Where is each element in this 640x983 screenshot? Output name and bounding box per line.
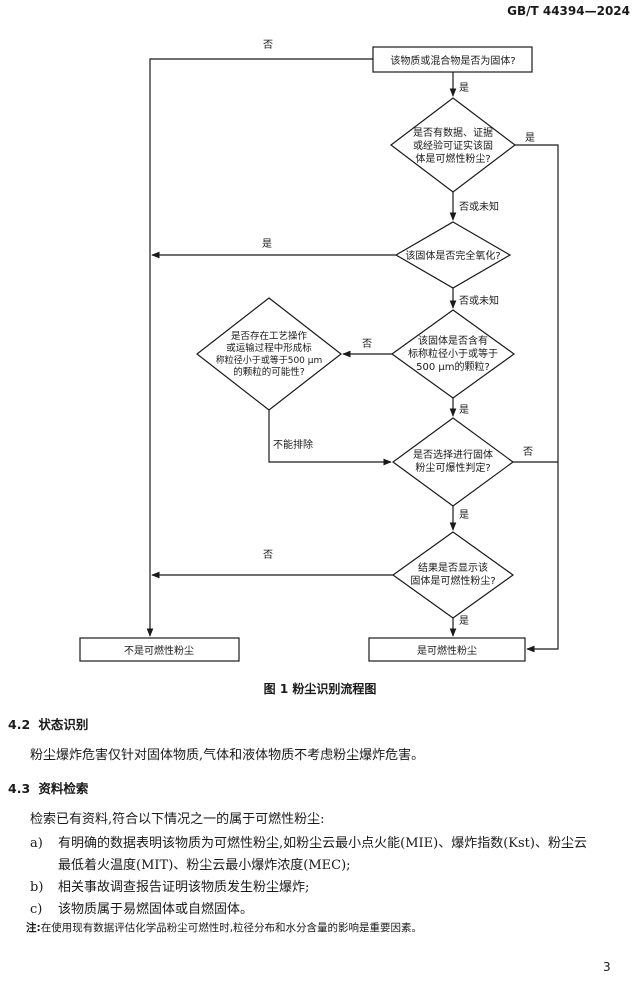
node-q2-line: 是否有数据、证据 xyxy=(413,126,493,139)
node-q5-line: 称粒径小于或等于500 μm xyxy=(216,354,323,366)
edge-label-q7-yes: 是 xyxy=(459,615,469,627)
edge-q5-cannot xyxy=(268,410,392,466)
edge-q2-yes xyxy=(515,144,559,653)
figure-caption: 图 1 粉尘识别流程图 xyxy=(263,682,377,696)
list-item-label: c) xyxy=(30,902,43,917)
edge-label-q5-cannot: 不能排除 xyxy=(273,438,313,451)
node-q5-line: 是否存在工艺操作 xyxy=(231,330,308,342)
node-q2-line: 体是可燃性粉尘? xyxy=(415,152,490,165)
edge-label-q2-yes: 是 xyxy=(525,132,535,144)
edge-label-q6-yes: 是 xyxy=(459,509,469,521)
note-label: 注: xyxy=(26,922,41,934)
node-q4-line: 该固体是否含有 xyxy=(418,334,488,347)
node-out-yes-box xyxy=(368,637,526,662)
edge-label-q1-no: 否 xyxy=(263,39,273,51)
section-title: 状态识别 xyxy=(38,717,89,732)
list-item: a) 有明确的数据表明该物质为可燃性粉尘,如粉尘云最小点火能(MIE)、爆炸指数(… xyxy=(30,832,587,851)
edge-label-q6-no: 否 xyxy=(523,446,533,458)
edge-label-q3-no: 否或未知 xyxy=(459,294,499,307)
note-text: 在使用现有数据评估化学品粉尘可燃性时,粒径分布和水分含量的影响是重要因素。 xyxy=(40,922,423,934)
node-q6-line: 是否选择进行固体 xyxy=(413,448,493,461)
list-item-text: 相关事故调查报告证明该物质发生粉尘爆炸; xyxy=(58,880,310,895)
node-q4-line: 标称粒径小于或等于 xyxy=(408,347,498,360)
node-q7-diamond xyxy=(391,531,515,619)
edge-label-q1-yes: 是 xyxy=(459,82,469,94)
node-out-yes-text: 是可燃性粉尘 xyxy=(417,644,477,657)
edge-label-q3-yes: 是 xyxy=(262,238,272,250)
edge-label-q4-no: 否 xyxy=(362,338,372,350)
edge-label-q2-no: 否或未知 xyxy=(459,200,499,213)
edge-label-q7-no: 否 xyxy=(263,549,273,561)
list-item: b) 相关事故调查报告证明该物质发生粉尘爆炸; xyxy=(30,876,309,895)
section-heading-4-3: 4.3 资料检索 xyxy=(8,778,88,797)
flowchart: 该物质或混合物是否为固体? 是否有数据、证据 或经验可证实该固 体是可燃性粉尘?… xyxy=(79,39,559,662)
standard-code: GB/T 44394—2024 xyxy=(507,4,630,18)
list-item: c) 该物质属于易燃固体或自燃固体。 xyxy=(30,898,253,917)
edge-q1-no xyxy=(146,58,373,637)
node-q1-text: 该物质或混合物是否为固体? xyxy=(390,54,515,67)
node-q5-line: 的颗粒的可能性? xyxy=(233,366,305,378)
node-out-no-text: 不是可燃性粉尘 xyxy=(124,644,194,657)
node-q6-line: 粉尘可爆性判定? xyxy=(415,461,490,474)
node-q1-box xyxy=(372,46,533,73)
note: 注:在使用现有数据评估化学品粉尘可燃性时,粒径分布和水分含量的影响是重要因素。 xyxy=(26,920,422,935)
node-q6-diamond xyxy=(391,417,515,507)
section-number: 4.3 xyxy=(8,781,31,796)
node-q2-line: 或经验可证实该固 xyxy=(413,139,493,152)
list-item-continuation: 最低着火温度(MIT)、粉尘云最小爆炸浓度(MEC); xyxy=(58,858,351,873)
list-item-label: a) xyxy=(30,836,43,851)
node-q3-text: 该固体是否完全氧化? xyxy=(405,249,500,262)
node-q4-line: 500 μm的颗粒? xyxy=(416,360,490,373)
list-item-text: 有明确的数据表明该物质为可燃性粉尘,如粉尘云最小点火能(MIE)、爆炸指数(Ks… xyxy=(58,836,587,851)
list-item-label: b) xyxy=(30,880,44,895)
node-q5-line: 或运输过程中形成标 xyxy=(226,342,312,354)
section-4-3-intro: 检索已有资料,符合以下情况之一的属于可燃性粉尘: xyxy=(30,812,325,827)
node-q7-line: 结果是否显示该 xyxy=(418,561,488,574)
section-4-2-text: 粉尘爆炸危害仅针对固体物质,气体和液体物质不考虑粉尘爆炸危害。 xyxy=(30,748,425,763)
section-title: 资料检索 xyxy=(38,781,89,796)
list-item-text: 该物质属于易燃固体或自燃固体。 xyxy=(58,902,254,917)
section-number: 4.2 xyxy=(8,717,31,732)
page-number: 3 xyxy=(603,960,611,974)
node-out-no-box xyxy=(79,637,240,662)
edge-label-q4-yes: 是 xyxy=(459,404,469,416)
section-heading-4-2: 4.2 状态识别 xyxy=(8,714,88,733)
node-q7-line: 固体是可燃性粉尘? xyxy=(410,574,495,587)
node-q5-diamond xyxy=(196,297,342,411)
